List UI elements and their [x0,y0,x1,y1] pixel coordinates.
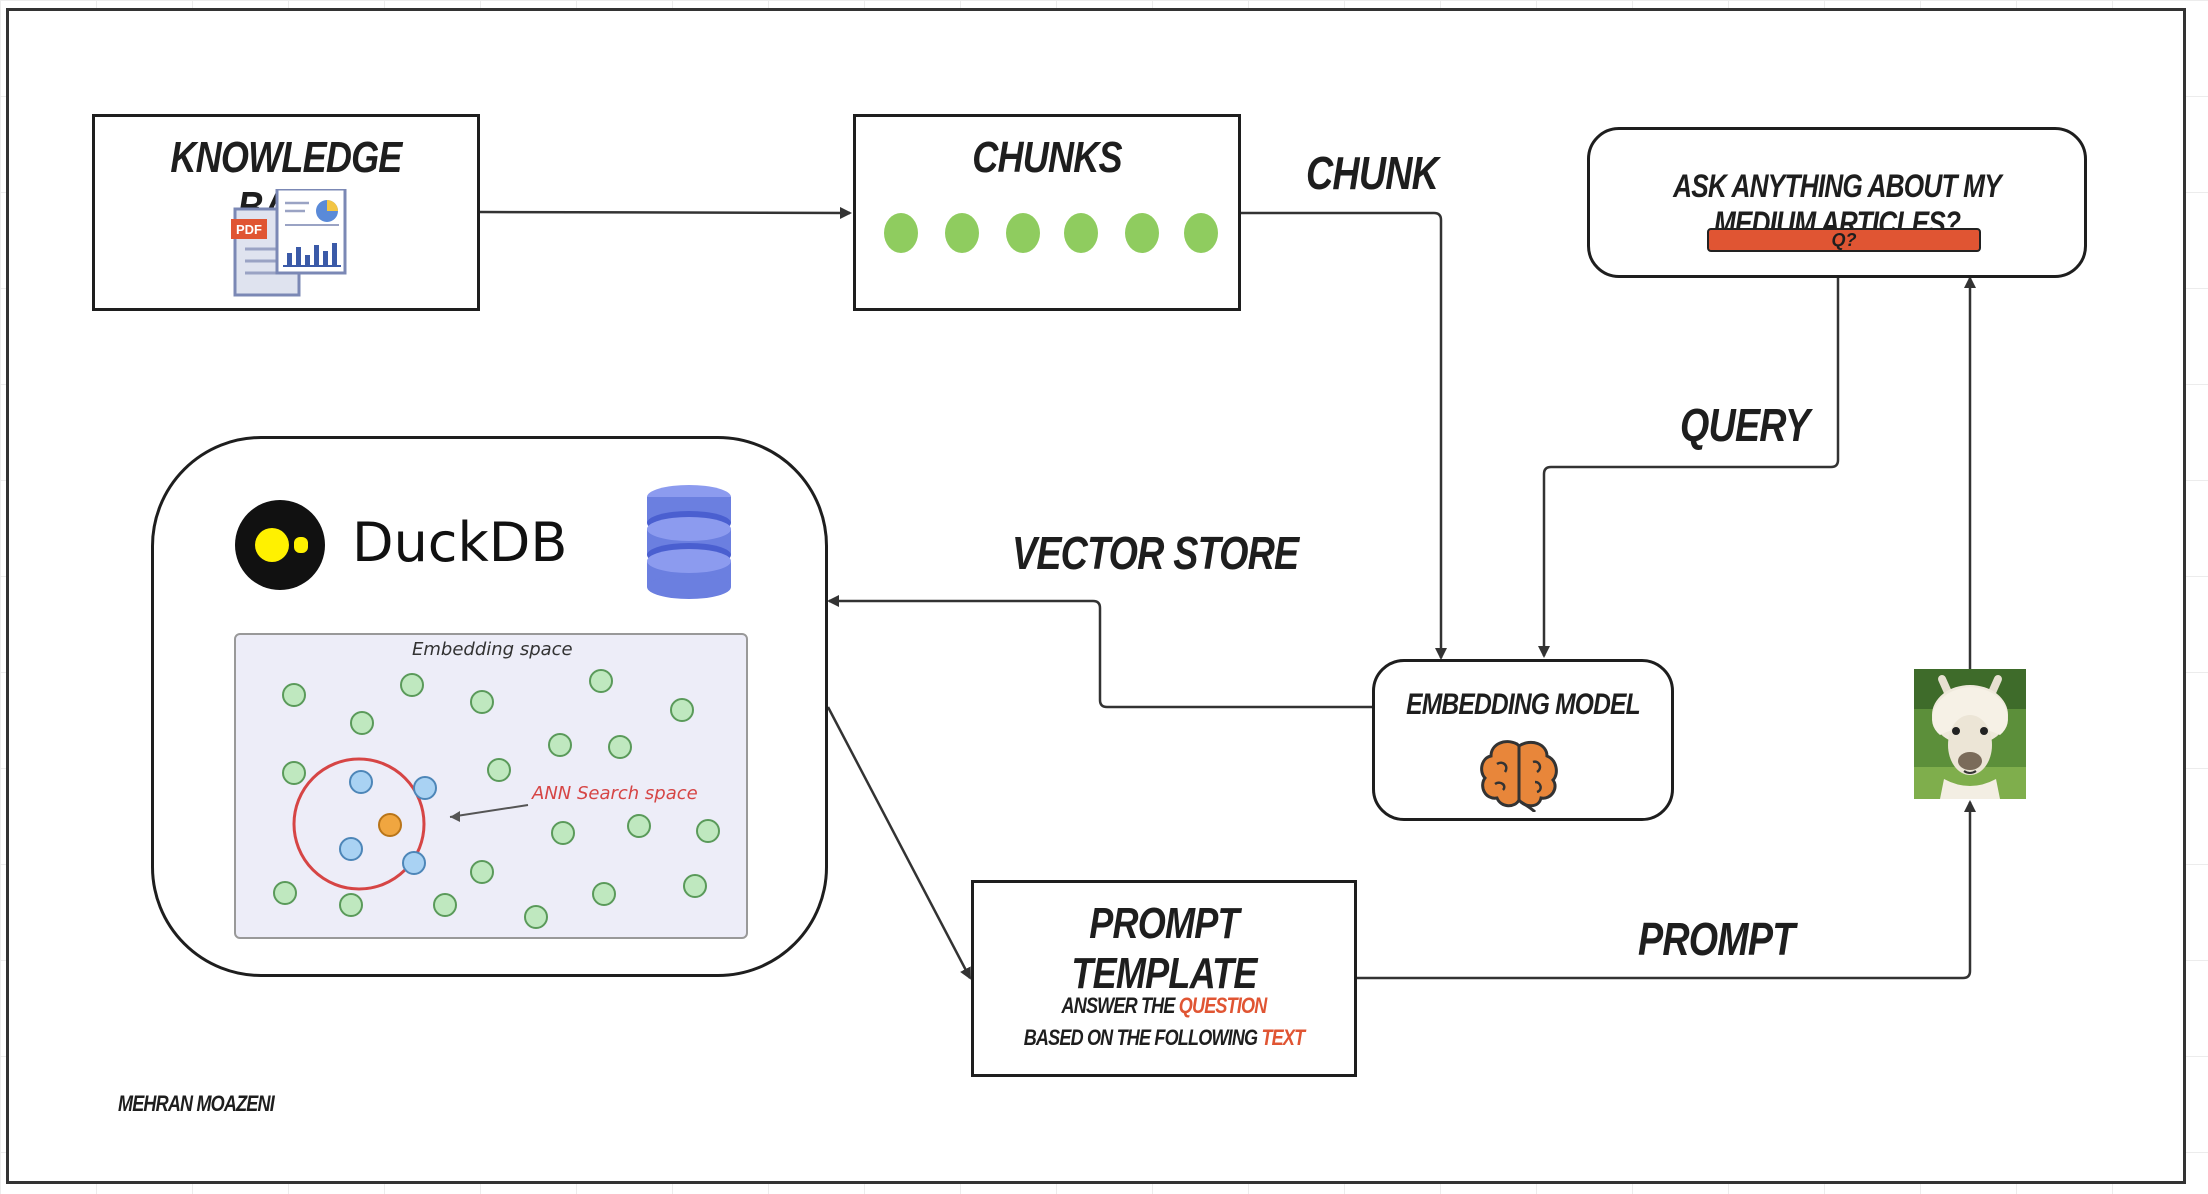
ann-circle [292,757,426,891]
chunks-title: CHUNKS [972,133,1122,182]
embedding-point [524,905,548,929]
database-icon [647,485,731,599]
neighbor-point [402,851,426,875]
embedding-point [433,893,457,917]
arrow-prompt-to-llm [1356,800,1976,980]
arrow-embedding-to-duckdb [827,595,1372,709]
neighbor-point [339,837,363,861]
chunk-dot [1064,213,1098,253]
chunk-dot [1184,213,1218,253]
chunk-dot [1006,213,1040,253]
arrow-kb-to-chunks [479,206,852,219]
embedding-point [400,673,424,697]
arrow-chunks-to-embedding [1240,211,1447,660]
embedding-point [282,683,306,707]
chunk-dots [884,213,1218,253]
embedding-point [548,733,572,757]
chunk-dot [884,213,918,253]
duckdb-brand: DuckDB [352,511,568,574]
embedding-point [696,819,720,843]
embedding-point [627,814,651,838]
embedding-point [589,669,613,693]
embedding-point [339,893,363,917]
embedding-point [551,821,575,845]
prompt-template-line1: ANSWER THE QUESTION [1061,993,1268,1018]
embedding-model-box: EMBEDDING MODEL [1372,659,1674,821]
question-input[interactable]: Q? [1707,228,1981,252]
prompt-template-title: PROMPT TEMPLATE [1071,899,1257,998]
ann-search-label: ANN Search space [532,783,698,804]
embedding-point [470,860,494,884]
arrow-question-to-embedding [1538,278,1840,658]
neighbor-point [413,776,437,800]
prompt-template-box: PROMPT TEMPLATE ANSWER THE QUESTION BASE… [971,880,1357,1077]
neighbor-point [349,770,373,794]
question-box: ASK ANYTHING ABOUT MY MEDIUM ARTICLES? Q… [1587,127,2087,278]
llama-icon [1914,669,2026,799]
arrow-duckdb-to-prompt [826,706,972,980]
embedding-point [273,881,297,905]
svg-text:PDF: PDF [236,222,262,237]
edge-label-prompt: PROMPT [1638,913,1795,965]
document-icon: PDF [231,189,347,297]
edge-label-chunk: CHUNK [1306,147,1439,199]
embedding-space-panel: Embedding space ANN Search space [234,633,748,939]
embedding-space-label: Embedding space [412,639,573,660]
brain-icon [1480,740,1558,812]
embedding-point [683,874,707,898]
ann-pointer [449,804,529,818]
chunk-dot [1125,213,1159,253]
author-credit: MEHRAN MOAZENI [118,1091,275,1116]
embedding-model-title: EMBEDDING MODEL [1406,688,1641,721]
edge-label-query: QUERY [1680,399,1810,451]
embedding-point [592,882,616,906]
embedding-point [470,690,494,714]
knowledge-base-box: KNOWLEDGE BASE PDF [92,114,480,311]
embedding-point [670,698,694,722]
duckdb-logo-icon [235,500,325,590]
chunks-box: CHUNKS [853,114,1241,311]
embedding-point [608,735,632,759]
chunk-dot [945,213,979,253]
query-point [378,813,402,837]
prompt-template-line2: BASED ON THE FOLLOWING TEXT [1023,1025,1305,1050]
embedding-point [282,761,306,785]
edge-label-vector-store: VECTOR STORE [1012,527,1299,579]
embedding-point [487,758,511,782]
duckdb-container: DuckDB Embedding space ANN Search space [151,436,828,977]
embedding-point [350,711,374,735]
embedding-points [273,669,720,929]
